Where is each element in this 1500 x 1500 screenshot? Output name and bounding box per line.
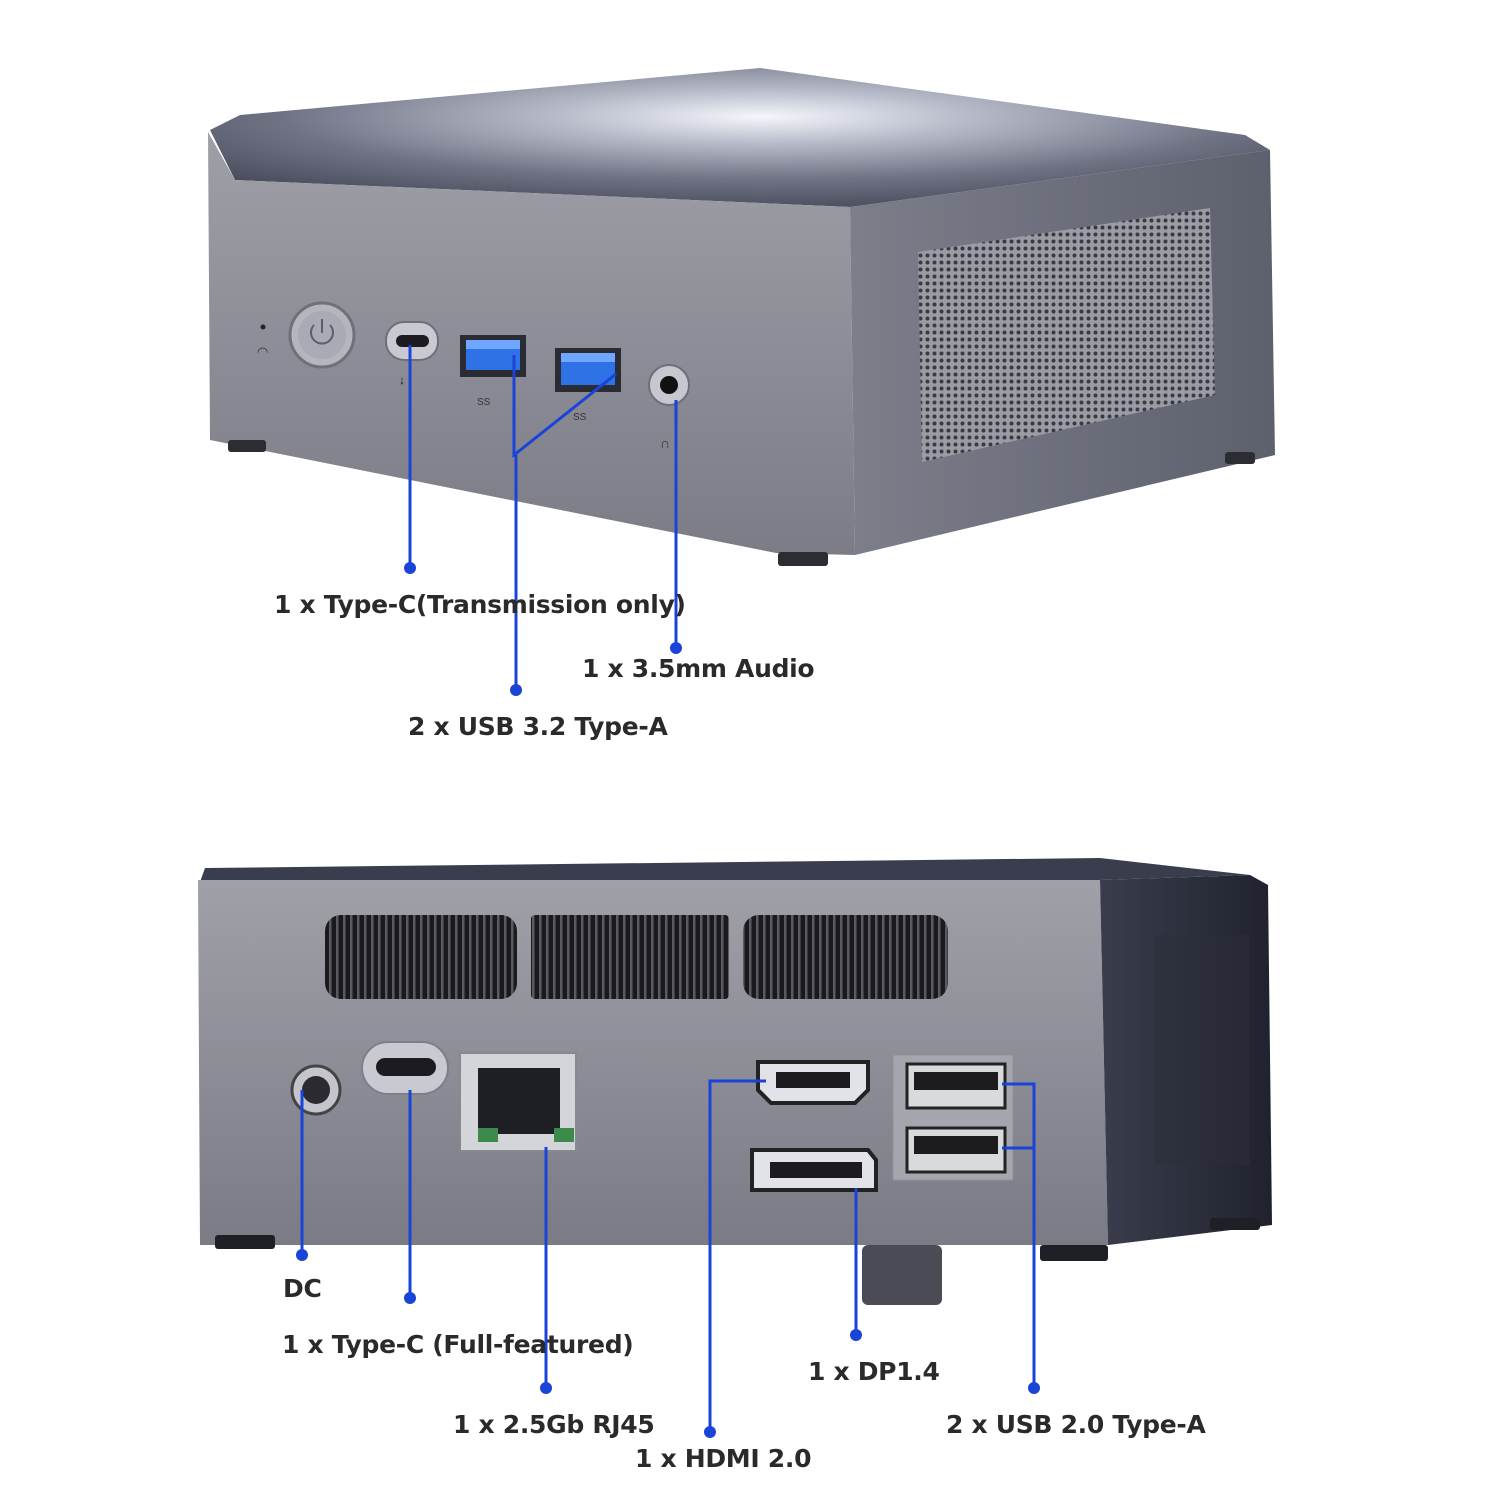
callout-dot <box>1028 1382 1040 1394</box>
front-callout-lines <box>408 345 678 690</box>
front-view-pc: ◠ ⭭ SS SS ∩ <box>208 68 1275 566</box>
usb3-tongue-highlight <box>561 353 615 362</box>
rear-foot <box>1040 1245 1108 1261</box>
rj45-opening <box>478 1068 560 1134</box>
front-foot <box>778 552 828 566</box>
headset-led-icon: ◠ <box>257 345 268 360</box>
callout-dot <box>670 642 682 654</box>
callout-line-usb-a <box>512 355 617 459</box>
label-hdmi: 1 x HDMI 2.0 <box>635 1444 812 1473</box>
usb2-port-2-tongue <box>914 1136 998 1154</box>
rear-foot <box>215 1235 275 1249</box>
hdmi-opening <box>776 1072 850 1088</box>
rear-foot <box>1210 1218 1260 1230</box>
rear-vent-1 <box>325 915 517 999</box>
callout-dot <box>404 1292 416 1304</box>
rear-callout-lines <box>300 1079 1036 1432</box>
label-dc: DC <box>283 1274 322 1303</box>
rear-vent-2 <box>531 915 729 999</box>
pc-rear-top <box>200 858 1250 882</box>
usb2-port-1-tongue <box>914 1072 998 1090</box>
dc-jack-hole <box>302 1076 330 1104</box>
label-audio: 1 x 3.5mm Audio <box>582 654 815 683</box>
callout-line-hdmi <box>708 1079 766 1432</box>
stand-tab <box>862 1245 942 1305</box>
callout-dot <box>850 1329 862 1341</box>
audio-jack-hole <box>660 376 678 394</box>
label-usb20: 2 x USB 2.0 Type-A <box>946 1410 1206 1439</box>
side-vent-shadow <box>1155 935 1250 1165</box>
power-led <box>260 324 266 330</box>
rear-view-pc <box>198 858 1272 1305</box>
side-vent-mesh <box>918 208 1215 462</box>
callout-dot <box>296 1249 308 1261</box>
callout-dot <box>510 684 522 696</box>
label-usb32: 2 x USB 3.2 Type-A <box>408 712 668 741</box>
rear-vent-3 <box>743 915 948 999</box>
rj45-led <box>478 1128 498 1142</box>
label-dp: 1 x DP1.4 <box>808 1357 940 1386</box>
label-type-c-full: 1 x Type-C (Full-featured) <box>282 1330 634 1359</box>
rear-type-c-opening <box>376 1058 436 1076</box>
front-type-c-opening <box>396 335 429 347</box>
callout-dot <box>540 1382 552 1394</box>
power-icon <box>310 324 334 345</box>
usb3-tongue-highlight <box>466 340 520 349</box>
front-foot <box>1225 452 1255 464</box>
displayport-opening <box>770 1162 862 1178</box>
pc-top-lid <box>210 68 1270 207</box>
usb-icon: ⭭ <box>400 376 404 388</box>
pc-front-face <box>208 132 855 555</box>
headphone-icon: ∩ <box>660 435 670 451</box>
power-button-face <box>298 311 346 359</box>
usb-ss-icon: SS <box>477 397 491 408</box>
front-foot <box>228 440 266 452</box>
callout-line-usb2 <box>1002 1082 1036 1388</box>
rear-callout-dots <box>296 1249 1040 1438</box>
callout-dot <box>704 1426 716 1438</box>
front-callout-dots <box>404 562 682 696</box>
label-type-c-transmission: 1 x Type-C(Transmission only) <box>274 590 686 619</box>
label-rj45: 1 x 2.5Gb RJ45 <box>453 1410 655 1439</box>
rj45-led <box>554 1128 574 1142</box>
callout-dot <box>404 562 416 574</box>
usb-ss-icon: SS <box>573 412 587 423</box>
